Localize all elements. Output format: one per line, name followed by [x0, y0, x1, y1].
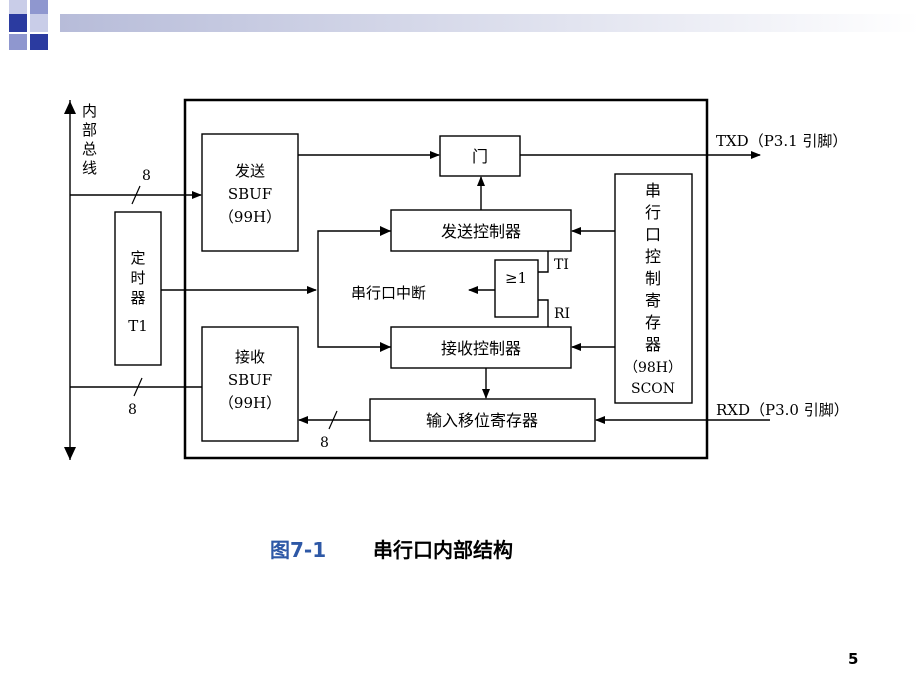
slide-header-decoration — [9, 0, 920, 50]
header-square — [30, 0, 48, 14]
scon-label-char: （98H） — [624, 360, 682, 376]
timer-t1-box — [114, 211, 162, 366]
gate-label: 门 — [472, 147, 488, 166]
send-sbuf-label: 发送 — [235, 162, 265, 180]
header-square — [30, 34, 48, 50]
bus-width-label: 8 — [320, 435, 329, 451]
bus-label-char: 内 — [82, 102, 97, 120]
interrupt-label: 串行口中断 — [351, 284, 426, 302]
scon-box — [614, 173, 693, 404]
ti-label: TI — [554, 257, 569, 273]
timer-label: 时 — [130, 269, 145, 287]
scon-label-char: 存 — [645, 313, 661, 332]
or-gate-label: ≥1 — [505, 269, 527, 287]
scon-label-char: 串 — [645, 181, 661, 200]
bus-width-slash — [131, 185, 141, 205]
timer-label: 器 — [130, 289, 145, 307]
send-controller-label: 发送控制器 — [441, 222, 521, 241]
ri-label: RI — [554, 306, 570, 322]
send-sbuf-label: （99H） — [219, 208, 281, 226]
recv-sbuf-label: 接收 — [235, 348, 265, 366]
scon-label-char: 口 — [645, 225, 661, 244]
bus-width-slash — [133, 377, 143, 397]
serial-port-diagram: 内 部 总 线 8 8 发送 SBUF （99H） 接收 SBUF （99H） … — [64, 98, 849, 460]
bus-label-char: 线 — [82, 159, 97, 177]
recv-controller-box — [390, 326, 572, 369]
or-gate-box — [494, 259, 539, 318]
recv-sbuf-box — [201, 326, 299, 442]
scon-label-char: SCON — [631, 381, 675, 397]
send-sbuf-box — [201, 133, 299, 252]
bus-width-label: 8 — [128, 402, 137, 418]
internal-bus: 内 部 总 线 — [64, 100, 97, 460]
timer-label: T1 — [128, 317, 148, 335]
ti-line — [538, 251, 549, 273]
timer-label: 定 — [130, 249, 145, 267]
bus-width-slash — [328, 410, 338, 430]
scon-label-char: 器 — [645, 335, 661, 354]
bus-label-char: 总 — [82, 140, 97, 158]
scon-label-char: 控 — [645, 247, 661, 266]
bus-width-label: 8 — [142, 168, 151, 184]
figure-title: 串行口内部结构 — [373, 538, 513, 562]
bus-label-char: 部 — [82, 121, 97, 139]
gate-box — [439, 135, 521, 177]
ri-line — [538, 299, 549, 327]
header-square — [9, 14, 27, 32]
recv-sbuf-label: （99H） — [219, 394, 281, 412]
shift-register-label: 输入移位寄存器 — [426, 411, 538, 430]
scon-label-char: 寄 — [645, 291, 661, 310]
rxd-label: RXD（P3.0 引脚） — [716, 401, 849, 419]
header-square — [9, 0, 27, 14]
page-number: 5 — [848, 650, 859, 668]
recv-controller-label: 接收控制器 — [441, 339, 521, 358]
figure-number: 图7-1 — [270, 538, 327, 562]
header-gradient-bar — [60, 14, 920, 32]
outer-frame — [183, 98, 709, 460]
txd-label: TXD（P3.1 引脚） — [716, 132, 847, 150]
header-square — [9, 34, 27, 50]
header-square — [30, 14, 48, 32]
scon-label-char: 行 — [645, 203, 661, 222]
send-controller-box — [390, 209, 572, 252]
scon-label-char: 制 — [645, 269, 661, 288]
send-sbuf-label: SBUF — [228, 185, 272, 203]
timer-to-controllers-line — [317, 230, 391, 348]
recv-sbuf-label: SBUF — [228, 371, 272, 389]
